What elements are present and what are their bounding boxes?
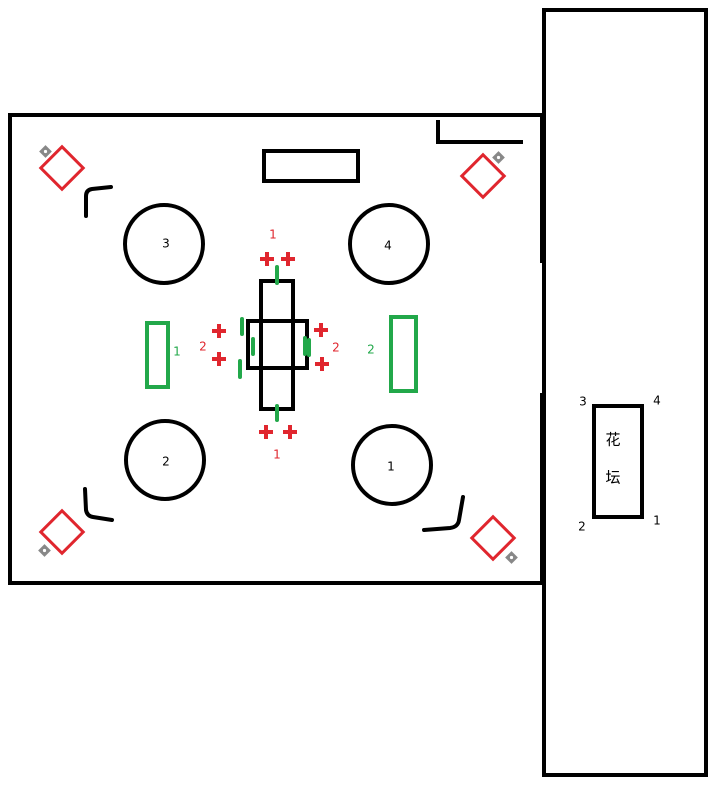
plus-right-upper <box>314 323 328 337</box>
marker-bottom-left <box>38 508 86 557</box>
door-bracket-top-right <box>436 120 523 144</box>
marker-top-left <box>38 144 86 192</box>
corner-brackets <box>83 185 465 532</box>
circle-4-label: 4 <box>384 239 392 253</box>
plus-left-upper <box>212 324 226 338</box>
marker-top-right <box>459 151 507 200</box>
marker-bottom-right <box>469 514 518 564</box>
flowerbed-corner-3: 3 <box>579 395 587 409</box>
circles <box>123 203 433 506</box>
right-corridor <box>542 8 708 777</box>
red-plus-markers <box>212 252 329 439</box>
plus-right-lower <box>315 357 329 371</box>
circle-3 <box>123 203 205 285</box>
bracket-top-left <box>84 185 113 218</box>
flowerbed-corner-1: 1 <box>653 514 661 528</box>
top-rectangle <box>262 149 360 183</box>
green-rect-right <box>389 315 418 393</box>
main-room-walls <box>8 113 544 585</box>
circle-2 <box>124 419 206 501</box>
flowerbed-char-1: 花 <box>605 431 620 449</box>
bracket-bottom-left <box>83 487 114 522</box>
circle-2-label: 2 <box>162 455 170 469</box>
central-green-ticks <box>238 265 311 422</box>
corner-markers <box>38 144 518 564</box>
red-label-bottom: 1 <box>273 448 281 462</box>
red-label-left: 2 <box>199 340 207 354</box>
circle-1 <box>351 424 433 506</box>
circle-4 <box>348 203 430 285</box>
red-label-right: 2 <box>332 341 340 355</box>
flowerbed-corner-4: 4 <box>653 394 661 408</box>
plus-bottom-right <box>283 425 297 439</box>
green-rect-left <box>145 321 170 389</box>
plus-left-lower <box>212 352 226 366</box>
plus-top-right <box>281 252 295 266</box>
green-right-label: 2 <box>367 343 375 357</box>
circle-1-label: 1 <box>387 460 395 474</box>
plus-bottom-left <box>259 425 273 439</box>
circle-3-label: 3 <box>162 237 170 251</box>
red-label-top: 1 <box>269 228 277 242</box>
flowerbed-char-2: 坛 <box>605 469 620 487</box>
green-left-label: 1 <box>173 345 181 359</box>
flowerbed-corner-2: 2 <box>578 520 586 534</box>
bracket-bottom-right <box>422 495 465 532</box>
central-cross <box>246 279 309 411</box>
plus-top-left <box>260 252 274 266</box>
flowerbed-rect <box>592 404 644 519</box>
